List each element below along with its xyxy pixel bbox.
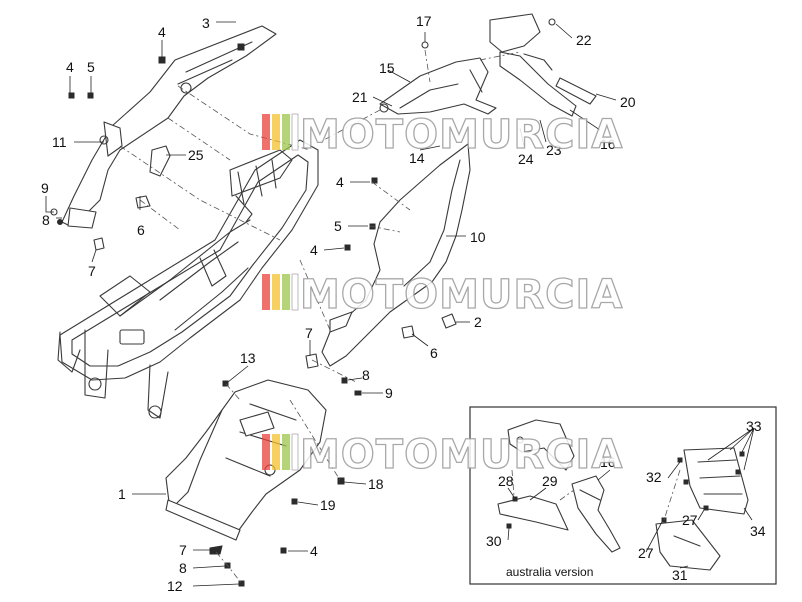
callout-4: 4 <box>66 59 74 75</box>
callout-12: 12 <box>167 578 183 594</box>
callout-8: 8 <box>42 212 50 228</box>
callout-5: 5 <box>87 59 95 75</box>
callout-24: 24 <box>518 151 534 167</box>
callout-32: 32 <box>646 469 662 485</box>
callout-7: 7 <box>305 325 313 341</box>
rear-mudguard <box>165 379 327 541</box>
callout-4: 4 <box>310 242 318 258</box>
watermark-logo: MOTOMURCIA <box>262 431 623 479</box>
callout-30: 30 <box>486 533 502 549</box>
callout-15: 15 <box>379 60 395 76</box>
callout-16: 16 <box>600 136 616 152</box>
callout-5: 5 <box>334 218 342 234</box>
callout-21: 21 <box>352 89 368 105</box>
callout-23: 23 <box>546 142 562 158</box>
callout-2: 2 <box>474 314 482 330</box>
callout-6: 6 <box>430 345 438 361</box>
callout-11: 11 <box>52 134 67 150</box>
callout-8: 8 <box>362 367 370 383</box>
watermark-logo: MOTOMURCIA <box>262 271 623 319</box>
callout-9: 9 <box>385 385 393 401</box>
callout-16: 16 <box>600 454 616 470</box>
callout-33: 33 <box>746 418 762 434</box>
tail-light-cover <box>379 41 497 115</box>
australia-version-inset <box>469 406 777 585</box>
watermark: MOTOMURCIA MOTOMURCIA MOTOMURCIA <box>262 111 623 479</box>
callout-4: 4 <box>310 543 318 559</box>
callout-27: 27 <box>682 512 698 528</box>
callout-17: 17 <box>416 13 432 29</box>
part-callouts: 3 4 4 5 11 9 8 6 7 25 17 15 21 14 4 5 4 … <box>41 13 766 594</box>
callout-7: 7 <box>179 542 187 558</box>
callout-29: 29 <box>542 473 558 489</box>
watermark-logo: MOTOMURCIA <box>262 111 623 159</box>
callout-20: 20 <box>620 94 636 110</box>
watermark-text: MOTOMURCIA <box>300 112 623 158</box>
callout-7: 7 <box>88 263 96 279</box>
callout-3: 3 <box>202 15 210 31</box>
rear-subframe <box>57 139 319 419</box>
callout-1: 1 <box>118 486 126 502</box>
inset-caption: australia version <box>506 565 593 579</box>
callout-14: 14 <box>409 150 425 166</box>
callout-13: 13 <box>240 350 256 366</box>
callout-10: 10 <box>470 229 486 245</box>
callout-8: 8 <box>179 560 187 576</box>
watermark-text: MOTOMURCIA <box>300 272 623 318</box>
callout-18: 18 <box>368 476 384 492</box>
callout-31: 31 <box>672 567 688 583</box>
callout-19: 19 <box>320 497 336 513</box>
license-plate-holder <box>489 13 597 117</box>
callout-25: 25 <box>188 147 204 163</box>
callout-6: 6 <box>137 222 145 238</box>
callout-27: 27 <box>638 545 654 561</box>
callout-34: 34 <box>750 523 766 539</box>
callout-28: 28 <box>498 473 514 489</box>
callout-4: 4 <box>158 24 166 40</box>
right-side-panel <box>321 143 471 367</box>
callout-9: 9 <box>41 180 49 196</box>
leader-lines <box>45 21 617 587</box>
callout-22: 22 <box>576 32 592 48</box>
callout-4: 4 <box>336 174 344 190</box>
watermark-text: MOTOMURCIA <box>300 432 623 478</box>
left-small-parts <box>50 43 245 251</box>
left-side-rail <box>61 25 277 229</box>
